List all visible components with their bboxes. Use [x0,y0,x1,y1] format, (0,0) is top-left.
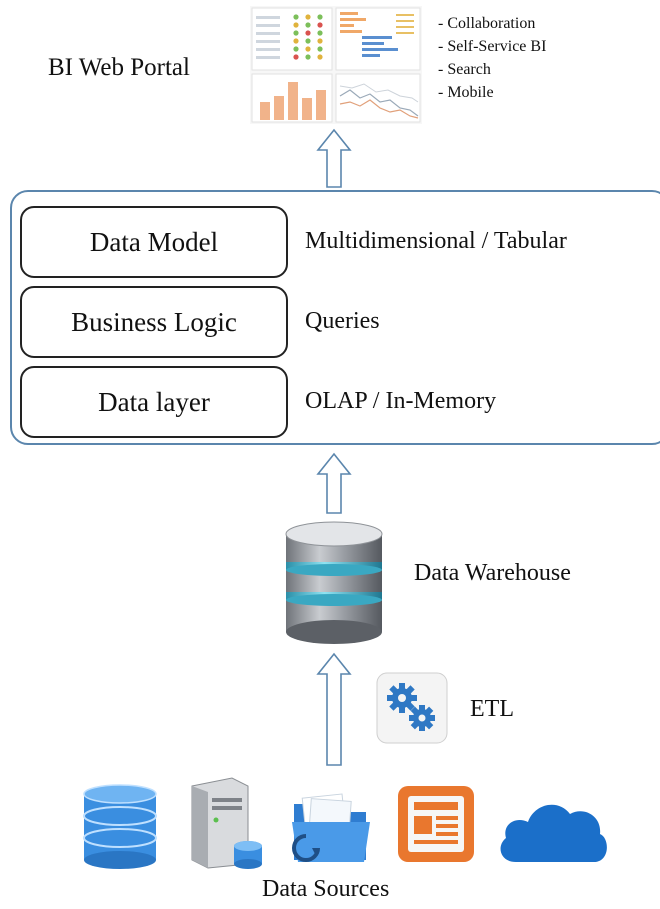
business-logic-box: Business Logic [20,286,288,358]
data-model-description: Multidimensional / Tabular [305,228,567,254]
database-icon [83,784,157,869]
document-icon [398,786,474,862]
semantic-layer-container [10,190,660,445]
arrow-up-icon [316,652,352,766]
data-warehouse-icon [285,521,383,644]
data-sources-label: Data Sources [262,876,390,902]
cloud-icon [500,804,607,862]
data-layer-description: OLAP / In-Memory [305,388,497,414]
portal-feature-list: - Collaboration - Self-Service BI - Sear… [438,12,546,104]
server-icon [191,777,262,869]
business-logic-description: Queries [305,308,380,334]
gears-icon [376,672,448,744]
data-model-box: Data Model [20,206,288,278]
folder-icon [292,793,370,862]
feature-item: - Collaboration [438,15,536,32]
arrow-up-icon [316,128,352,188]
feature-item: - Search [438,61,491,78]
arrow-up-icon [316,452,352,514]
feature-item: - Self-Service BI [438,38,547,55]
etl-label: ETL [470,696,514,722]
portal-title: BI Web Portal [48,54,190,81]
data-layer-box: Data layer [20,366,288,438]
dashboard-thumbnail [250,6,422,124]
feature-item: - Mobile [438,84,494,101]
data-warehouse-label: Data Warehouse [414,560,571,586]
